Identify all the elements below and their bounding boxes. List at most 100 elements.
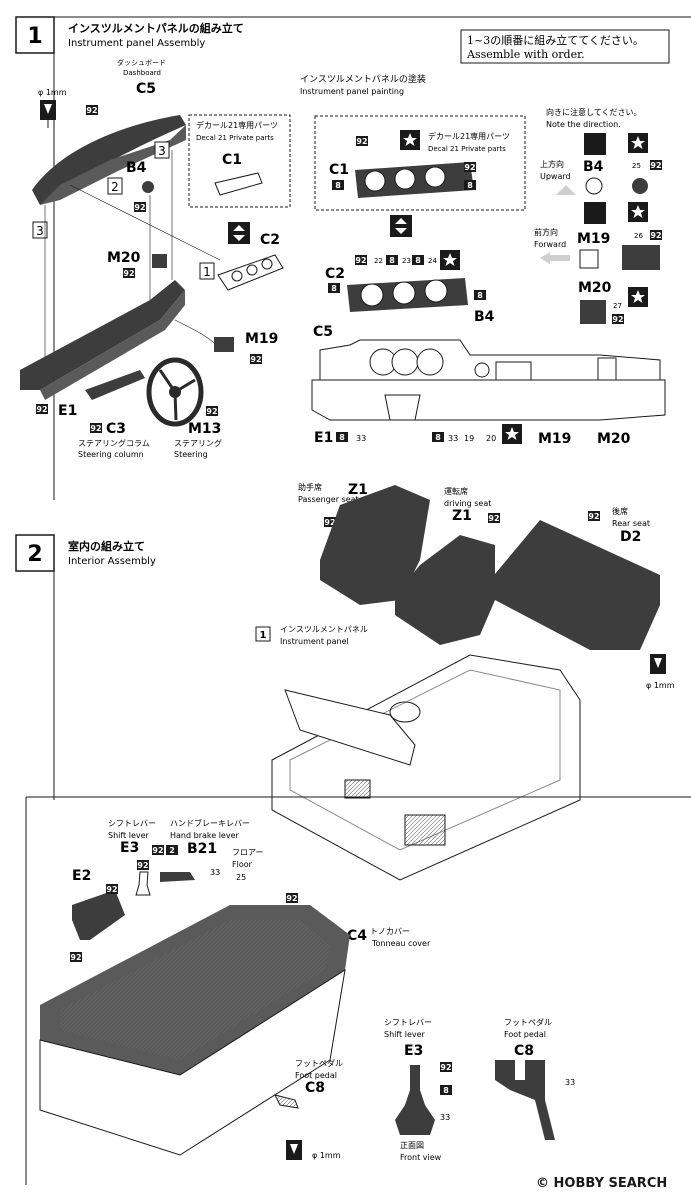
foot-detail-jp: フットペダル — [504, 1017, 552, 1027]
svg-text:3: 3 — [36, 224, 44, 238]
shift-en: Shift lever — [108, 831, 150, 840]
svg-text:22: 22 — [374, 257, 383, 265]
m13-label: M13 — [188, 421, 221, 437]
e1-paint-label: E1 — [314, 430, 333, 446]
step2-title-jp: 室内の組み立て — [68, 539, 145, 553]
step1-number: 1 — [27, 24, 42, 49]
svg-text:92: 92 — [650, 231, 661, 240]
svg-text:33: 33 — [440, 1113, 450, 1122]
driver-seat: 運転席 driving seat Z1 92 — [395, 486, 500, 645]
svg-text:92: 92 — [134, 203, 145, 212]
step2-header: 2 室内の組み立て Interior Assembly — [15, 534, 156, 800]
decal-private-jp: デカール21専用パーツ — [428, 131, 510, 141]
steering-en: Steering — [174, 450, 208, 459]
step2-number: 2 — [27, 542, 42, 567]
handbrake-en: Hand brake lever — [170, 831, 239, 840]
double-arrow-paint-icon — [390, 215, 412, 237]
interior-body — [271, 654, 581, 881]
floor-en: Floor — [232, 860, 253, 869]
m13-steering-part: 92 M13 ステアリング Steering — [146, 357, 222, 459]
c5-paint-label: C5 — [313, 324, 333, 340]
step2-title-en: Interior Assembly — [68, 556, 156, 567]
svg-text:92: 92 — [137, 861, 148, 870]
d2-label: D2 — [620, 529, 641, 545]
e3-part: シフトレバー Shift lever E3 92 — [108, 819, 156, 896]
svg-text:20: 20 — [486, 434, 496, 443]
svg-text:1: 1 — [260, 630, 267, 641]
svg-text:92: 92 — [206, 407, 217, 416]
tonneau-jp: トノカバー — [370, 927, 410, 936]
order-note-en: Assemble with order. — [466, 48, 585, 61]
foot-detail-en: Foot pedal — [504, 1030, 546, 1039]
m20-label: M20 — [107, 250, 141, 266]
c8-detail: フットペダル Foot pedal C8 33 — [495, 1017, 575, 1140]
step1-number-box — [15, 16, 55, 54]
m19-part: M19 92 — [174, 319, 278, 364]
c1-label: C1 — [222, 152, 242, 168]
decal-label-jp: デカール21専用パーツ — [196, 120, 278, 130]
m20-paint-label: M20 — [597, 431, 631, 447]
rear-jp: 後席 — [612, 506, 628, 516]
step1-title-jp: インスツルメントパネルの組み立て — [68, 21, 244, 35]
c8-detail-label: C8 — [514, 1043, 534, 1059]
painting-section: インスツルメントパネルの塗装 Instrument panel painting… — [300, 73, 666, 447]
m19-paint-label: M19 — [538, 431, 571, 447]
svg-text:92: 92 — [650, 161, 661, 170]
c4-label: C4 — [347, 928, 367, 944]
c3-part: 92 C3 ステアリングコラム Steering column — [78, 370, 150, 459]
shift-detail-jp: シフトレバー — [384, 1018, 432, 1027]
rear-en: Rear seat — [612, 519, 650, 528]
front-view-en: Front view — [400, 1153, 442, 1162]
handbrake-jp: ハンドブレーキレバー — [170, 818, 250, 828]
svg-text:92: 92 — [106, 885, 117, 894]
svg-text:27: 27 — [613, 302, 622, 310]
svg-text:3: 3 — [158, 144, 166, 158]
svg-text:8: 8 — [435, 433, 441, 442]
step1-header: 1 インスツルメントパネルの組み立て Instrument panel Asse… — [15, 16, 691, 500]
tonneau-en: Tonneau cover — [371, 939, 431, 948]
svg-text:92: 92 — [324, 518, 335, 527]
rear-seat: 92 後席 Rear seat D2 φ 1mm — [490, 506, 675, 690]
m20-dir-label: M20 — [578, 280, 612, 296]
svg-text:33: 33 — [448, 434, 458, 443]
e1-panel-part: 92 E1 — [20, 280, 185, 419]
svg-text:92: 92 — [355, 256, 366, 265]
z1-driver-label: Z1 — [452, 508, 472, 524]
rear-drill-label: φ 1mm — [646, 681, 675, 690]
m19-label: M19 — [245, 331, 278, 347]
c1-paint-label: C1 — [329, 162, 349, 178]
b21-label: B21 — [187, 841, 217, 857]
dashboard-part: ダッシュボード Dashboard C5 92 — [32, 58, 186, 205]
decal-box-c1: デカール21専用パーツ Decal 21 Private parts C1 — [188, 114, 291, 208]
c8-foot-pedal: フットペダル Foot pedal C8 — [274, 1058, 343, 1109]
svg-text:92: 92 — [356, 137, 367, 146]
svg-text:92: 92 — [250, 355, 261, 364]
front-view-jp: 正面図 — [400, 1141, 424, 1150]
z1-passenger-label: Z1 — [348, 482, 368, 498]
watermark: © HOBBY SEARCH — [536, 1176, 667, 1191]
shift-jp: シフトレバー — [108, 819, 156, 828]
ref-step1: 1 インスツルメントパネル Instrument panel — [255, 625, 368, 646]
svg-text:92: 92 — [36, 405, 47, 414]
painting-title-en: Instrument panel painting — [300, 87, 404, 96]
dashboard-label-jp: ダッシュボード — [117, 58, 166, 67]
svg-text:8: 8 — [331, 284, 337, 293]
e3-detail-label: E3 — [404, 1043, 423, 1059]
svg-text:92: 92 — [286, 894, 297, 903]
m19-dir-label: M19 — [577, 231, 610, 247]
drill-label: φ 1mm — [38, 88, 67, 97]
foot-jp: フットペダル — [295, 1058, 343, 1068]
forward-jp: 前方向 — [534, 227, 558, 237]
steering-column-en: Steering column — [78, 450, 144, 459]
driver-en: driving seat — [444, 499, 491, 508]
c4-tonneau: 92 C4 トノカバー Tonneau cover 92 — [39, 893, 431, 1156]
svg-text:33: 33 — [565, 1078, 575, 1087]
step2-number-box — [15, 534, 55, 572]
svg-text:92: 92 — [70, 953, 81, 962]
svg-text:33: 33 — [210, 868, 220, 877]
svg-text:92: 92 — [86, 106, 97, 115]
svg-text:92: 92 — [588, 512, 599, 521]
step2-drill-label: φ 1mm — [312, 1151, 341, 1160]
e2-part: E2 92 — [72, 868, 125, 940]
order-marks: 3 2 3 1 — [32, 141, 215, 280]
